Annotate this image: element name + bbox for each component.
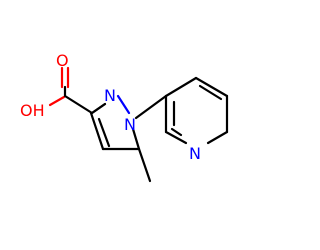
pyridine-bond-c2-c1 (194, 76, 229, 98)
pyridine-nitrogen-label: N (189, 144, 201, 163)
c5-n1-bond (131, 127, 141, 151)
n1-to-pyridine-bond (134, 94, 168, 120)
hydroxyl-label: OH (20, 101, 45, 120)
pyrazole-n2-label: N (104, 86, 116, 105)
pyridine-bond-c3-c2 (164, 76, 198, 98)
c3-n2-bond (90, 102, 107, 115)
c3-c4-inner-double-bond (97, 117, 111, 148)
c3-c4-bond (89, 111, 105, 151)
molecule-structure-diagram: O OH N N N (20, 51, 229, 183)
pyridine-inner-double-bond-top (198, 84, 223, 101)
pyrazole-n1-label: N (124, 115, 136, 134)
pyridine-bond-n-c4 (164, 130, 188, 145)
pyridine-inner-double-bond-bottom (170, 127, 183, 137)
methyl-bond (137, 147, 152, 183)
hydroxyl-bond (48, 95, 66, 107)
structure-canvas: O OH N N N (20, 51, 229, 183)
n2-n1-bond (116, 94, 131, 115)
carbonyl-oxygen-label: O (56, 51, 69, 70)
pyridine-bond-c6-n (206, 130, 229, 145)
carboxyl-to-ring-bond (63, 94, 94, 115)
